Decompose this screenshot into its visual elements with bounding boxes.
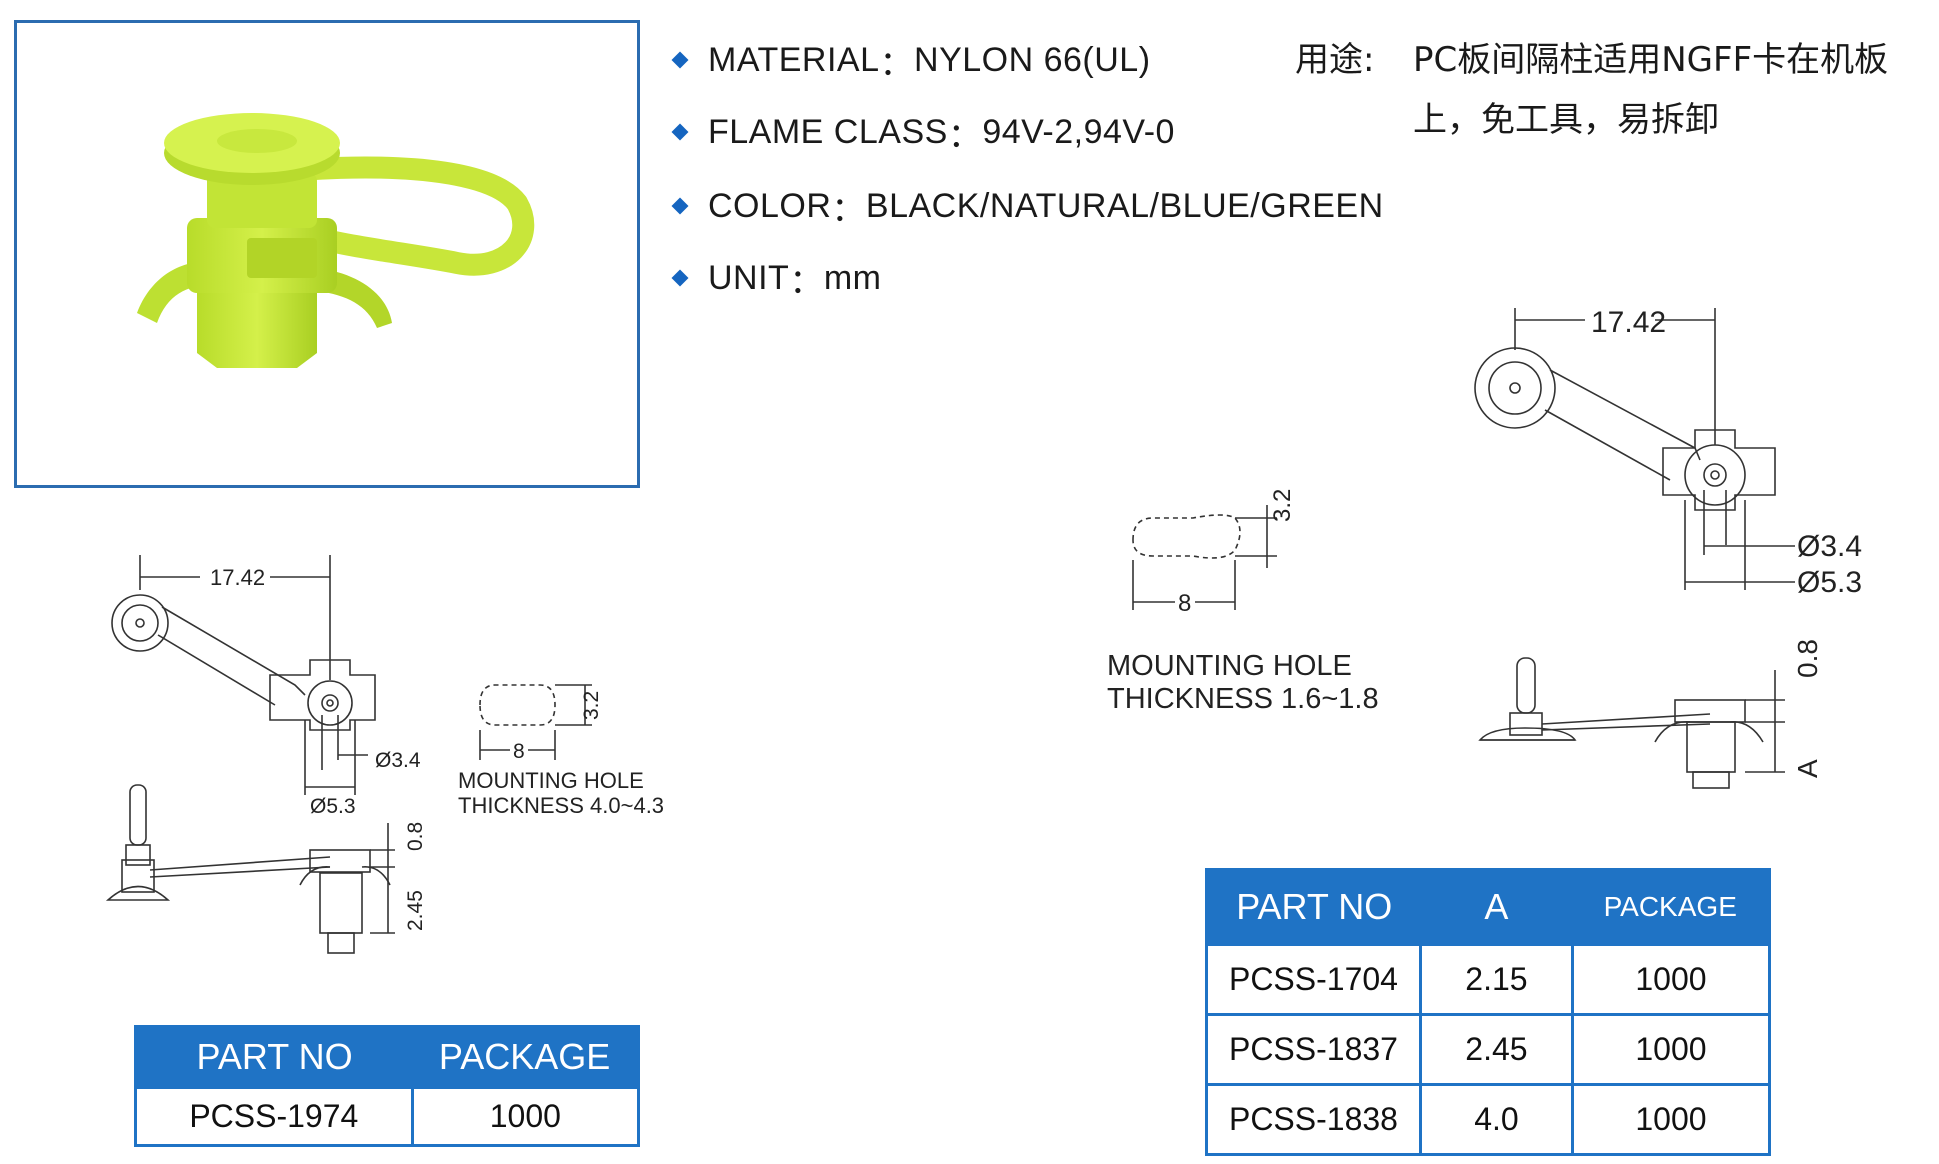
usage-label: 用途:: [1295, 40, 1375, 80]
cell-part-no: PCSS-1837: [1205, 1013, 1422, 1086]
mounting-hole-view: 3.2 8 MOUNTING HOLE THICKNESS 1.6~1.8: [1107, 489, 1379, 715]
mounting-hole-label: MOUNTING HOLE: [1107, 650, 1352, 682]
bullet-icon: [671, 51, 689, 69]
cell-part-no: PCSS-1838: [1205, 1083, 1422, 1156]
bullet-icon: [671, 123, 689, 141]
cell-package: 1000: [1570, 943, 1772, 1016]
spec-separator: ：: [879, 44, 915, 83]
dim-length: 17.42: [1514, 306, 1716, 445]
cell-package: 1000: [1570, 1083, 1772, 1156]
dim-diameters: Ø3.4 Ø5.3: [1684, 490, 1862, 599]
dim-length-label: 17.42: [1591, 306, 1666, 339]
dim-length: 17.42: [139, 555, 331, 680]
left-technical-drawing: 17.42 Ø3.4 Ø5.3 3.2 8 MOUNTING HOLE THIC…: [105, 555, 664, 954]
hole-width-label: 8: [1178, 590, 1191, 617]
usage-note: 用途: PC板间隔柱适用NGFF卡在机板上，免工具，易拆卸: [1295, 30, 1935, 150]
header-package: PACKAGE: [412, 1026, 639, 1088]
cell-package: 1000: [1570, 1013, 1772, 1086]
cell-a: 4.0: [1418, 1083, 1574, 1156]
bullet-icon: [671, 269, 689, 287]
dim-outer-diameter: Ø5.3: [310, 795, 356, 818]
cell-a: 2.15: [1418, 943, 1574, 1016]
spec-material: MATERIAL ： NYLON 66(UL): [668, 36, 1388, 84]
dim-flange-label: 0.8: [404, 822, 427, 851]
spec-label: FLAME CLASS: [708, 112, 948, 151]
spec-label: COLOR: [708, 186, 832, 225]
usage-text: PC板间隔柱适用NGFF卡在机板上，免工具，易拆卸: [1413, 40, 1889, 140]
spec-value: NYLON 66(UL): [914, 40, 1151, 79]
dim-diameters: Ø3.4 Ø5.3: [304, 715, 421, 818]
table-row: PCSS-1974 1000: [134, 1086, 641, 1147]
hole-width-label: 8: [513, 740, 525, 763]
thickness-label: THICKNESS 4.0~4.3: [458, 793, 664, 818]
dim-length-label: 17.42: [210, 565, 265, 590]
dim-flange-label: 0.8: [1792, 639, 1823, 678]
mounting-hole-view: 3.2 8 MOUNTING HOLE THICKNESS 4.0~4.3: [458, 684, 664, 818]
hole-height-label: 3.2: [580, 691, 603, 720]
header-a: A: [1420, 869, 1573, 945]
side-view: 0.8 A: [1478, 639, 1823, 789]
spec-label: UNIT: [708, 258, 790, 297]
thickness-label: THICKNESS 1.6~1.8: [1107, 683, 1379, 715]
spec-value: mm: [823, 258, 882, 297]
cell-a: 2.45: [1418, 1013, 1574, 1086]
spec-color: COLOR ： BLACK/NATURAL/BLUE/GREEN: [668, 182, 1388, 230]
dim-a-label: A: [1792, 759, 1823, 778]
table-row: PCSS-1837 2.45 1000: [1205, 1013, 1772, 1086]
dim-a-label: 2.45: [404, 890, 427, 931]
top-view: [111, 594, 376, 731]
cell-package: 1000: [410, 1086, 641, 1147]
cell-part-no: PCSS-1974: [134, 1086, 414, 1147]
table-header-row: PART NO PACKAGE: [135, 1026, 639, 1088]
spec-label: MATERIAL: [708, 40, 880, 79]
table-row: PCSS-1838 4.0 1000: [1205, 1083, 1772, 1156]
dim-inner-diameter: Ø3.4: [375, 749, 421, 772]
hole-height-label: 3.2: [1269, 489, 1296, 522]
part-table-right: PART NO A PACKAGE PCSS-1704 2.15 1000 PC…: [1205, 868, 1772, 1156]
mounting-hole-label: MOUNTING HOLE: [458, 768, 644, 793]
spec-unit: UNIT ： mm: [668, 254, 1388, 302]
spec-list: MATERIAL ： NYLON 66(UL) FLAME CLASS ： 94…: [668, 36, 1388, 326]
header-part-no: PART NO: [135, 1026, 413, 1088]
spec-flame-class: FLAME CLASS ： 94V-2,94V-0: [668, 108, 1388, 156]
right-technical-drawing: 3.2 8 MOUNTING HOLE THICKNESS 1.6~1.8 17…: [1107, 306, 1862, 789]
dim-outer-diameter: Ø5.3: [1797, 566, 1862, 599]
spec-separator: ：: [831, 190, 866, 229]
dim-inner-diameter: Ø3.4: [1797, 530, 1862, 563]
product-photo-frame: [14, 20, 640, 488]
part-table-left: PART NO PACKAGE PCSS-1974 1000: [134, 1025, 641, 1147]
cell-part-no: PCSS-1704: [1205, 943, 1422, 1016]
top-view: [1474, 347, 1776, 511]
spec-separator: ：: [789, 262, 824, 301]
side-view: 0.8 2.45: [105, 784, 427, 954]
product-photo: [137, 113, 535, 368]
spec-value: BLACK/NATURAL/BLUE/GREEN: [865, 186, 1384, 225]
table-row: PCSS-1704 2.15 1000: [1205, 943, 1772, 1016]
spec-separator: ：: [947, 116, 983, 155]
bullet-icon: [671, 197, 689, 215]
header-part-no: PART NO: [1206, 869, 1421, 945]
spec-value: 94V-2,94V-0: [982, 112, 1175, 151]
table-header-row: PART NO A PACKAGE: [1206, 869, 1770, 945]
header-package: PACKAGE: [1572, 869, 1770, 945]
